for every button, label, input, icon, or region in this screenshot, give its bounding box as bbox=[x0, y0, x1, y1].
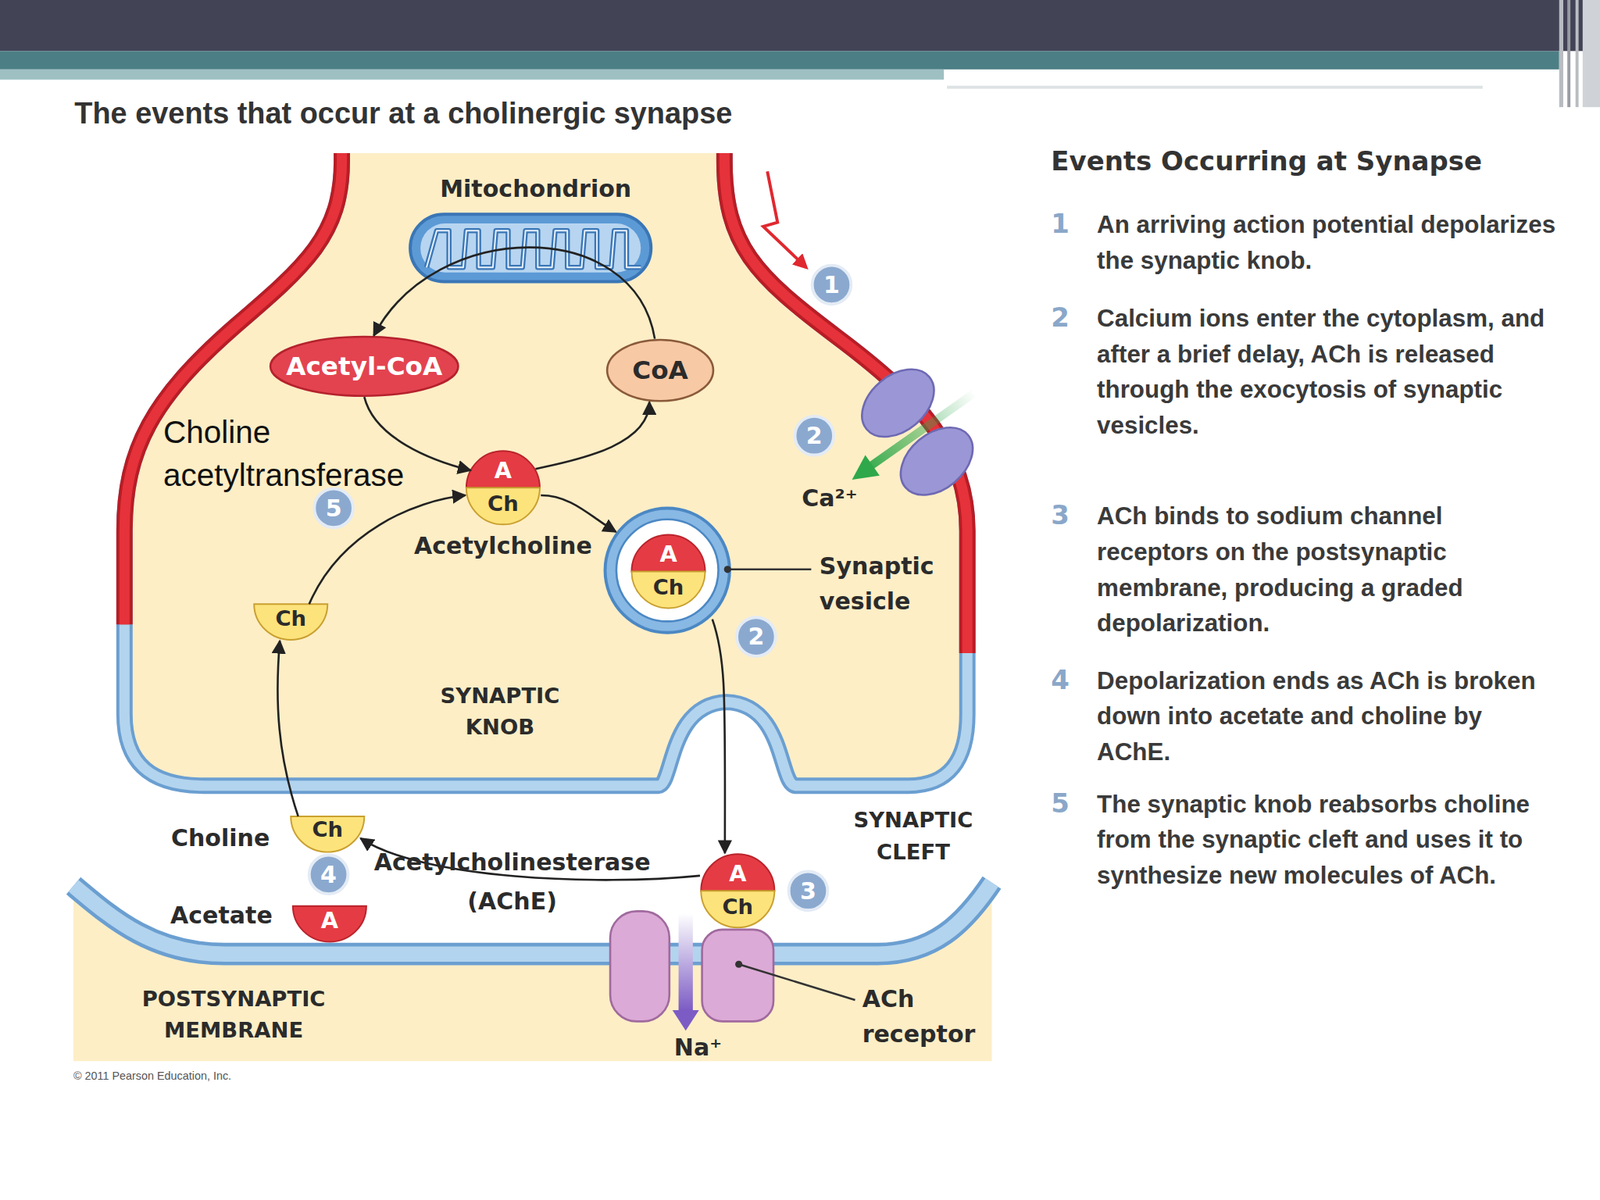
callout-circle bbox=[789, 871, 829, 911]
step-number: 4 bbox=[1050, 664, 1070, 695]
step-text: ACh binds to sodium channel receptors on… bbox=[1096, 497, 1557, 641]
acetylcholine-molecule: A Ch bbox=[630, 533, 707, 610]
copyright-note: © 2011 Pearson Education, Inc. bbox=[73, 1069, 232, 1083]
region-label: SYNAPTIC KNOB bbox=[413, 680, 587, 744]
leader-dot bbox=[724, 565, 732, 573]
part-label: Mitochondrion bbox=[439, 171, 632, 206]
step-text: An arriving action potential depolarizes… bbox=[1096, 206, 1557, 278]
molecule-part: Ch bbox=[653, 575, 685, 600]
molecule-part: Ch bbox=[275, 606, 307, 631]
enzyme-label: Choline acetyltransferase bbox=[163, 410, 421, 497]
callout-number: 2 bbox=[806, 422, 823, 450]
molecule-part: Ch bbox=[311, 817, 343, 842]
part-label: Acetylcholine bbox=[414, 528, 593, 564]
callout-number: 4 bbox=[320, 860, 337, 888]
choline-molecule: CholineCh bbox=[290, 816, 365, 854]
header-edge bbox=[1559, 0, 1564, 108]
calcium-channel bbox=[887, 414, 986, 509]
calcium-arrow bbox=[867, 392, 975, 469]
molecule-part: A bbox=[659, 541, 677, 568]
pathway-arrow bbox=[712, 619, 725, 854]
step-number: 5 bbox=[1050, 787, 1070, 818]
step-number: 2 bbox=[1050, 302, 1070, 333]
pathway-arrow bbox=[373, 247, 655, 340]
sodium-arrow bbox=[678, 913, 693, 1011]
step-number: 3 bbox=[1050, 500, 1070, 531]
molecule-label: CoA bbox=[632, 355, 689, 386]
calcium-arrow-head bbox=[852, 455, 880, 480]
callout-circle bbox=[309, 855, 349, 895]
callout-number: 5 bbox=[325, 494, 343, 522]
callout-number: 3 bbox=[800, 877, 817, 904]
ach-receptor-subunit bbox=[702, 929, 774, 1022]
diagram-title: The events that occur at a cholinergic s… bbox=[74, 96, 733, 131]
header-rule bbox=[946, 85, 1483, 90]
sodium-arrow-head bbox=[672, 1010, 700, 1031]
action-potential-arrow bbox=[763, 171, 807, 268]
region-label: SYNAPTIC CLEFT bbox=[826, 805, 1000, 869]
step-text: Calcium ions enter the cytoplasm, and af… bbox=[1096, 300, 1557, 443]
callout-circle bbox=[812, 265, 852, 305]
leader-line bbox=[727, 568, 811, 572]
ion-label: Ca²⁺ bbox=[801, 480, 858, 515]
acetate-molecule: AcetateA bbox=[292, 906, 367, 943]
header-edge bbox=[1575, 0, 1579, 108]
molecule-part: Ch bbox=[721, 894, 754, 919]
choline-molecule: Ch bbox=[253, 603, 328, 641]
part-label: Choline bbox=[171, 820, 270, 855]
coa-ellipse: CoA bbox=[606, 339, 715, 403]
molecule-part: A bbox=[321, 907, 339, 934]
callout-circle bbox=[794, 416, 834, 456]
acetylcholine-molecule: AChAcetylcholine bbox=[465, 450, 542, 526]
callout-circle bbox=[736, 617, 776, 657]
part-label: Synaptic vesicle bbox=[819, 549, 963, 619]
region-label: POSTSYNAPTIC MEMBRANE bbox=[110, 983, 356, 1047]
panel-heading: Events Occurring at Synapse bbox=[1050, 146, 1483, 177]
synaptic-vesicle: Synaptic vesicleACh bbox=[603, 506, 733, 636]
header-edge bbox=[1567, 0, 1571, 108]
part-label: Acetate bbox=[170, 897, 273, 933]
step-text: Depolarization ends as ACh is broken dow… bbox=[1096, 662, 1557, 770]
molecule-part: A bbox=[494, 457, 512, 484]
callout-number: 1 bbox=[823, 271, 840, 298]
header-stripe bbox=[0, 50, 1560, 70]
acetylcholine-molecule: A Ch bbox=[700, 853, 776, 929]
molecule-label: Acetyl-CoA bbox=[285, 351, 443, 382]
molecule-part: A bbox=[728, 860, 747, 887]
ach-receptor-subunit bbox=[610, 910, 670, 1022]
step-number: 1 bbox=[1050, 207, 1070, 239]
pathway-arrow bbox=[535, 402, 650, 470]
pathway-arrow bbox=[540, 495, 616, 533]
leader-dot bbox=[735, 960, 743, 968]
callout-circle bbox=[314, 489, 354, 529]
edge-label: Acetylcholinesterase (AChE) bbox=[343, 842, 681, 921]
molecule-part: Ch bbox=[487, 492, 519, 517]
part-label: ACh receptor bbox=[862, 981, 996, 1051]
header-stripe bbox=[0, 69, 944, 80]
pathway-arrow bbox=[277, 640, 298, 817]
pathway-arrow bbox=[309, 495, 466, 604]
step-text: The synaptic knob reabsorbs choline from… bbox=[1096, 785, 1557, 893]
ion-label: Na⁺ bbox=[674, 1029, 722, 1065]
header-edge bbox=[1582, 0, 1600, 108]
leader-line bbox=[739, 964, 856, 1000]
header-bar bbox=[0, 0, 1600, 51]
acetyl-coa-ellipse: Acetyl-CoA bbox=[269, 335, 460, 397]
callout-number: 2 bbox=[747, 623, 765, 650]
